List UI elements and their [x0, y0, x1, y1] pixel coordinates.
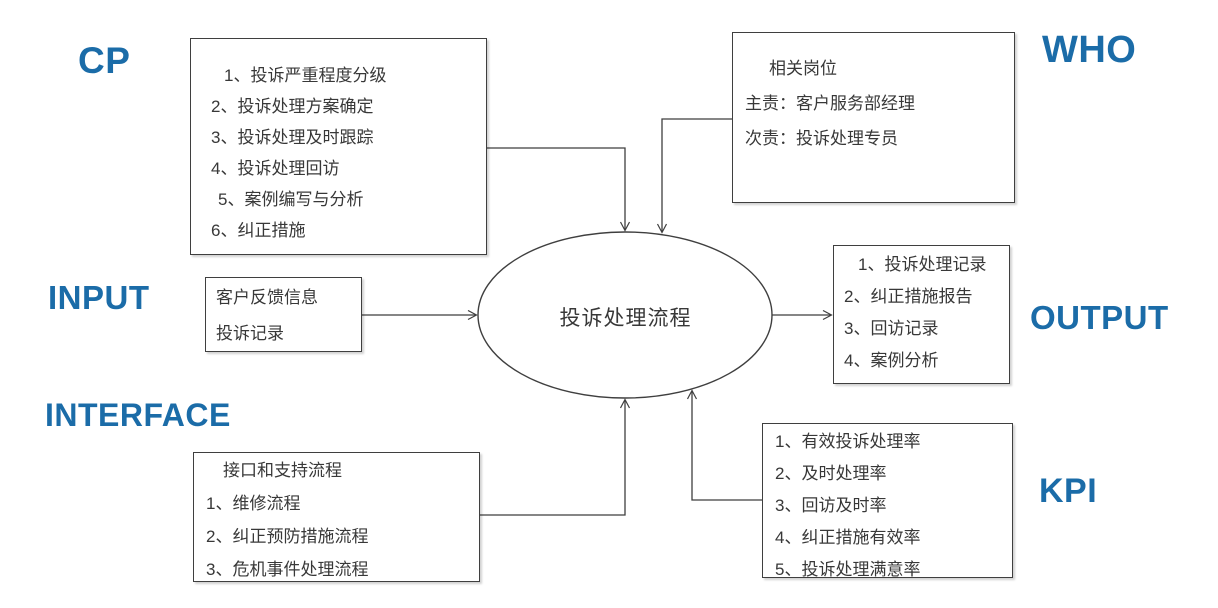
cp-item: 3、投诉处理及时跟踪 [211, 128, 374, 147]
cp-item: 5、案例编写与分析 [218, 190, 364, 209]
output-item: 3、回访记录 [844, 319, 939, 338]
label-who: WHO [1042, 29, 1137, 71]
who-line: 次责：投诉处理专员 [745, 129, 898, 148]
kpi-to-process-arrow [692, 391, 762, 501]
interface-to-process-arrow [480, 400, 625, 516]
cp-item: 2、投诉处理方案确定 [211, 97, 374, 116]
who-box-title: 相关岗位 [769, 59, 837, 78]
kpi-item: 4、纠正措施有效率 [775, 528, 921, 547]
input-line: 客户反馈信息 [216, 288, 318, 307]
interface-item: 1、维修流程 [206, 494, 301, 513]
label-input: INPUT [48, 279, 150, 316]
interface-item: 3、危机事件处理流程 [206, 560, 369, 579]
interface-item: 2、纠正预防措施流程 [206, 527, 369, 546]
output-item: 1、投诉处理记录 [858, 255, 987, 274]
interface-box-title: 接口和支持流程 [223, 461, 342, 480]
who-box: 相关岗位 主责：客户服务部经理 次责：投诉处理专员 [732, 32, 1015, 203]
kpi-item: 5、投诉处理满意率 [775, 560, 921, 579]
kpi-box: 1、有效投诉处理率 2、及时处理率 3、回访及时率 4、纠正措施有效率 5、投诉… [762, 423, 1013, 579]
cp-item: 1、投诉严重程度分级 [224, 66, 387, 85]
kpi-item: 1、有效投诉处理率 [775, 432, 921, 451]
interface-box: 接口和支持流程 1、维修流程 2、纠正预防措施流程 3、危机事件处理流程 [193, 452, 480, 582]
cp-item: 4、投诉处理回访 [211, 159, 340, 178]
label-cp: CP [78, 40, 131, 81]
input-box: 客户反馈信息 投诉记录 [205, 277, 362, 352]
who-line: 主责：客户服务部经理 [745, 94, 915, 113]
kpi-item: 2、及时处理率 [775, 464, 887, 483]
label-output: OUTPUT [1030, 299, 1169, 336]
who-to-process-arrow [662, 118, 732, 232]
cp-to-process-arrow [487, 147, 625, 230]
label-kpi: KPI [1039, 472, 1098, 510]
kpi-item: 3、回访及时率 [775, 496, 887, 515]
label-interface: INTERFACE [45, 397, 231, 433]
input-line: 投诉记录 [216, 324, 284, 343]
process-title: 投诉处理流程 [559, 307, 692, 330]
output-item: 4、案例分析 [844, 351, 939, 370]
cp-item: 6、纠正措施 [211, 221, 306, 240]
cp-box: 1、投诉严重程度分级 2、投诉处理方案确定 3、投诉处理及时跟踪 4、投诉处理回… [190, 38, 487, 255]
output-item: 2、纠正措施报告 [844, 287, 973, 306]
output-box: 1、投诉处理记录 2、纠正措施报告 3、回访记录 4、案例分析 [833, 245, 1010, 384]
